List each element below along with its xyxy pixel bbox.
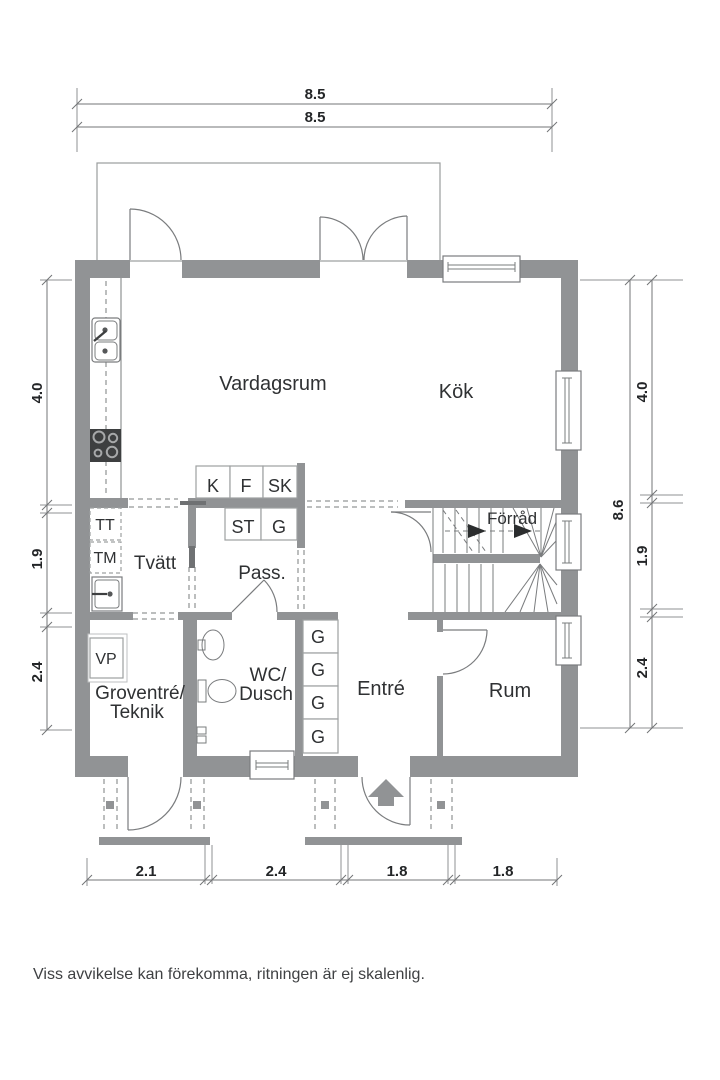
cabinet-sk-label: SK [268,476,292,496]
interior-walls [75,463,578,756]
dim-label: 1.9 [634,546,651,567]
heat-pump-label: VP [95,651,116,668]
cabinet-k: K [195,465,231,499]
stair-up-arrow-icon [514,524,532,538]
room-label-groventre: Groventré/ [95,683,185,704]
cabinet-tt-label: TT [95,517,115,534]
door-swing-groventre [127,776,182,831]
window-icon-kitchen [555,370,582,451]
dim-label: 2.4 [29,661,46,683]
basin-icon [197,629,225,661]
room-label-forrad: Förråd [487,509,537,528]
cabinet-tm: TM [89,541,122,574]
wardrobe-g-label: G [311,627,325,647]
window-icon-rum [555,615,582,666]
wardrobe-g-label: G [311,693,325,713]
door-swing-front [361,776,411,826]
door-swing-wc [231,579,278,613]
cabinet-st-label: ST [231,517,254,537]
room-label-tvatt: Tvätt [134,553,177,574]
entry-steps [99,837,462,845]
cabinet-f: F [229,465,264,499]
room-label-wc: WC/ [250,665,288,686]
room-label-entre: Entré [357,678,405,700]
door-swing-double-terrace [319,215,408,261]
room-labels: Vardagsrum Kök Tvätt Pass. Förråd WC/ Du… [95,373,537,723]
terrace-outline [96,162,441,262]
room-label-rum: Rum [489,680,531,702]
kitchen-sink-icon [91,317,121,363]
cabinet-g-pass: G [260,507,298,541]
kitchen-cabinets: K F SK ST G [195,465,298,541]
window-icon-stair [555,513,582,571]
laundry-fixtures: TT TM [89,507,123,612]
wardrobe-g-label: G [311,660,325,680]
cabinet-k-label: K [207,476,219,496]
cabinet-g-label: G [272,517,286,537]
kitchen-fixtures [90,278,122,498]
floor-drain-icon [196,726,207,744]
dim-label: 8.6 [610,500,627,521]
laundry-sink-icon [91,576,123,612]
entrance-arrow-icon [368,779,404,806]
dim-label: 1.8 [493,863,514,880]
dim-left: 4.0 1.9 2.4 [29,274,72,736]
windows [249,255,582,780]
dashed-guides [103,281,453,832]
cabinet-f-label: F [241,476,252,496]
dim-label: 2.4 [266,863,288,880]
room-label-kok: Kök [439,381,474,403]
dim-label: 8.5 [305,86,326,103]
room-label-vardagsrum: Vardagsrum [219,373,326,395]
bathroom-fixtures [196,629,237,744]
dim-label: 4.0 [634,382,651,403]
dim-top: 8.5 8.5 [71,86,558,152]
dimension-lines: 8.5 8.5 4.0 1.9 2.4 8.6 4.0 1.9 2.4 2.1 [29,86,683,886]
door-swing-terrace [129,208,182,261]
exterior-walls [75,260,578,777]
dim-right: 8.6 4.0 1.9 2.4 [580,274,683,734]
stair-up-arrow-icon [468,524,486,538]
dim-label: 1.9 [29,549,46,570]
doors [127,208,488,831]
disclaimer-text: Viss avvikelse kan förekomma, ritningen … [33,966,425,983]
porch-posts [106,801,445,809]
dim-label: 1.8 [387,863,408,880]
cabinet-st: ST [224,507,262,541]
stove-icon [90,429,121,462]
entre-wardrobes: G G G G [302,619,339,754]
stair-treads-lower [444,563,558,613]
cabinet-sk: SK [262,465,298,499]
wardrobe-g-label: G [311,727,325,747]
dim-label: 4.0 [29,383,46,404]
window-icon-top [442,255,521,283]
cabinet-tm-label: TM [93,550,116,567]
room-label-dusch: Dusch [239,684,293,705]
dim-label: 2.4 [634,657,651,679]
toilet-icon [197,679,237,703]
sliding-door-leaf [180,501,206,505]
sliding-door-leaf [189,546,195,568]
window-icon-wc [249,750,295,780]
room-label-teknik: Teknik [110,702,164,723]
door-swing-stair [390,511,432,553]
heat-pump: VP [87,633,128,683]
dim-label: 8.5 [305,109,326,126]
staircase [432,507,558,613]
dim-label: 2.1 [136,863,157,880]
room-label-pass: Pass. [238,563,286,584]
door-swing-rum [442,629,488,675]
dim-bottom: 2.1 2.4 1.8 1.8 [81,845,563,886]
cabinet-tt: TT [89,507,122,541]
